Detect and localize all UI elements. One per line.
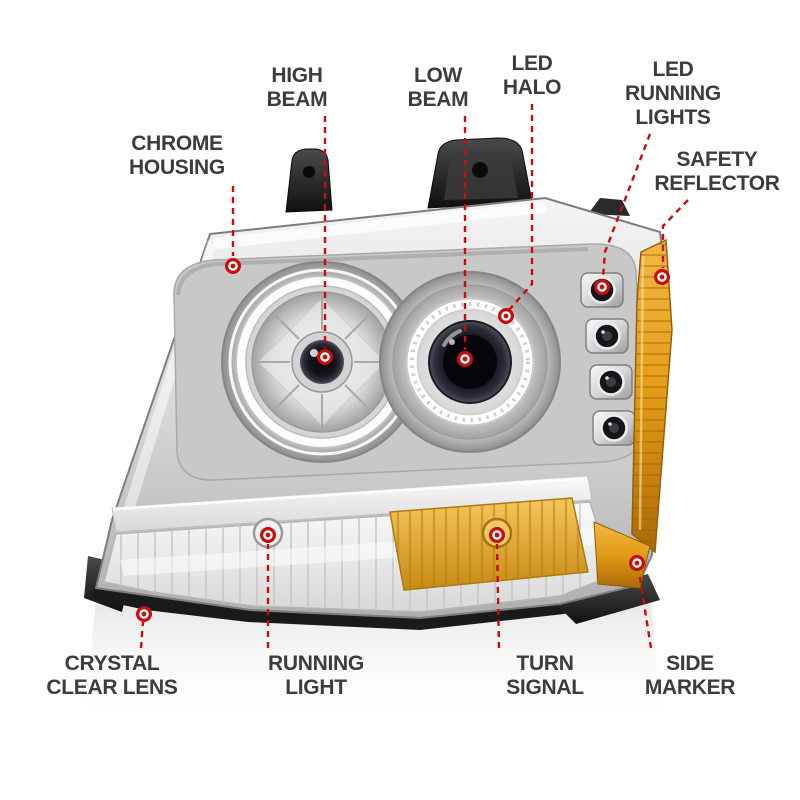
callout-dot-chrome-housing	[225, 258, 241, 274]
callout-label-line: LOW	[413, 64, 463, 87]
safety-reflector-strip	[631, 238, 673, 554]
callout-label-running-light: RUNNING LIGHT	[268, 652, 364, 700]
callout-label-line: HIGH	[271, 64, 323, 87]
callout-label-line: CHROME	[131, 132, 223, 155]
callout-label-line: MARKER	[644, 676, 736, 699]
callout-label-line: SIDE	[666, 652, 714, 675]
callout-label-line: LED	[652, 58, 694, 81]
mounting-tabs	[285, 137, 630, 216]
callout-dot-high-beam	[317, 349, 333, 365]
callout-label-line: BEAM	[407, 88, 469, 111]
callout-label-line: HOUSING	[129, 156, 225, 179]
callout-dot-turn-signal	[489, 527, 505, 543]
callout-label-line: TURN	[516, 652, 574, 675]
callout-label-line: CLEAR LENS	[46, 676, 178, 699]
callout-dot-low-beam	[457, 351, 473, 367]
callout-label-line: SIGNAL	[506, 676, 584, 699]
callout-dot-side-marker	[629, 555, 645, 571]
callout-label-line: BEAM	[266, 88, 328, 111]
callout-label-chrome-housing: CHROME HOUSING	[129, 132, 225, 180]
callout-label-side-marker: SIDE MARKER	[644, 652, 736, 700]
callout-line-side-marker	[637, 571, 653, 649]
callout-dot-crystal-clear-lens	[136, 606, 152, 622]
callout-label-line: LIGHTS	[635, 106, 711, 129]
callout-lines	[139, 104, 689, 649]
divider-bar	[111, 476, 593, 533]
callout-line-safety-reflector	[661, 199, 689, 268]
callout-line-led-halo	[508, 104, 534, 311]
callout-label-led-halo: LED HALO	[502, 52, 562, 100]
callout-label-high-beam: HIGH BEAM	[267, 64, 328, 112]
callout-dot-safety-reflector	[654, 269, 670, 285]
callout-label-low-beam: LOW BEAM	[408, 64, 469, 112]
callout-label-line: LIGHT	[285, 676, 347, 699]
floor-reflection	[84, 588, 662, 724]
callout-dot-led-running-lights	[594, 279, 610, 295]
callout-label-led-running-lights: LED RUNNING LIGHTS	[625, 58, 721, 130]
callout-dot-running-light	[260, 527, 276, 543]
callout-label-safety-reflector: SAFETY REFLECTOR	[654, 148, 780, 196]
callout-line-crystal-clear-lens	[139, 621, 145, 649]
callout-dot-led-halo	[498, 308, 514, 324]
callout-line-led-running-lights	[601, 133, 652, 279]
callout-label-line: CRYSTAL	[64, 652, 160, 675]
callout-label-crystal-clear-lens: CRYSTAL CLEAR LENS	[46, 652, 177, 700]
callout-label-line: HALO	[502, 76, 562, 99]
callout-dots	[136, 258, 670, 622]
callout-label-line: SAFETY	[676, 148, 758, 171]
callout-label-line: REFLECTOR	[654, 172, 780, 195]
callout-label-line: RUNNING	[268, 652, 364, 675]
headlight-illustration	[84, 137, 673, 724]
callout-label-line: RUNNING	[625, 82, 721, 105]
callout-label-turn-signal: TURN SIGNAL	[506, 652, 584, 700]
callout-label-line: LED	[511, 52, 553, 75]
side-marker-lens	[593, 521, 651, 589]
